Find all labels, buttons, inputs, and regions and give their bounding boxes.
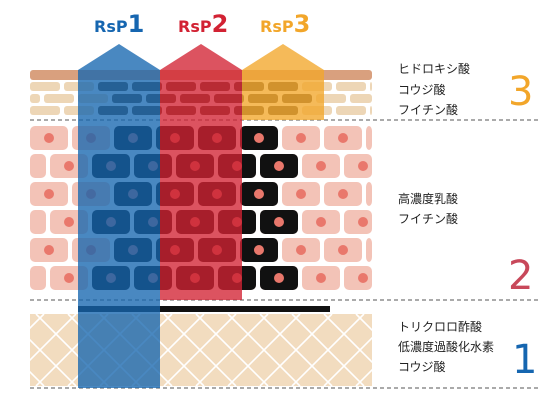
keratin-cell — [370, 82, 372, 91]
rsp2-number: 2 — [211, 10, 229, 38]
lattice-line — [227, 313, 301, 387]
keratin-cell — [30, 94, 40, 103]
rsp3-prefix: RsP — [260, 17, 294, 36]
treated-cell-nucleus — [274, 217, 284, 227]
rsp3-number: 3 — [293, 10, 311, 38]
keratin-cell — [336, 82, 366, 91]
cell — [30, 266, 46, 290]
layer3-ingredient-3: フイチン酸 — [398, 103, 459, 117]
rsp2-title: RsP2 — [178, 12, 228, 36]
layer1-ingredient-2: 低濃度過酸化水素 — [398, 340, 495, 354]
cell-nucleus — [338, 133, 348, 143]
cell — [30, 210, 46, 234]
cell-nucleus — [44, 189, 54, 199]
cell-nucleus — [358, 217, 368, 227]
cell — [30, 154, 46, 178]
layer3-ingredient-1: ヒドロキシ酸 — [398, 62, 471, 76]
treated-cell-nucleus — [274, 273, 284, 283]
lattice-line — [259, 313, 333, 387]
treated-cell-nucleus — [254, 133, 264, 143]
layer1-ingredient-3: コウジ酸 — [398, 360, 446, 374]
rsp1-prefix: RsP — [94, 17, 128, 36]
cell-nucleus — [44, 245, 54, 255]
treated-cell-nucleus — [254, 245, 264, 255]
cell-nucleus — [296, 189, 306, 199]
keratin-cell — [30, 106, 60, 115]
layer3-number: 3 — [508, 69, 534, 115]
layer1-ingredient-1: トリクロロ酢酸 — [398, 320, 483, 334]
cell — [366, 126, 372, 150]
cell-nucleus — [296, 245, 306, 255]
lattice-mask-right — [372, 300, 412, 400]
keratin-cell — [30, 82, 60, 91]
cell-nucleus — [316, 217, 326, 227]
rsp1-column — [78, 44, 160, 388]
lattice-line — [195, 313, 269, 387]
rsp1-number: 1 — [127, 10, 145, 38]
layer1-number: 1 — [512, 337, 538, 383]
cell-nucleus — [358, 161, 368, 171]
cell-nucleus — [64, 273, 74, 283]
rsp2-column-band — [160, 44, 242, 300]
cell-nucleus — [64, 161, 74, 171]
lattice-line — [163, 313, 237, 387]
cell-nucleus — [296, 133, 306, 143]
cell — [366, 182, 372, 206]
keratin-cell — [370, 106, 372, 115]
rsp3-title: RsP3 — [260, 12, 310, 36]
cell-nucleus — [338, 245, 348, 255]
treated-cell-nucleus — [274, 161, 284, 171]
cell-nucleus — [64, 217, 74, 227]
lattice-line — [291, 313, 365, 387]
cell-nucleus — [316, 273, 326, 283]
keratin-cell — [336, 106, 366, 115]
cell-nucleus — [338, 189, 348, 199]
layer2-number: 2 — [508, 253, 534, 299]
layer2-ingredient-2: フイチン酸 — [398, 212, 459, 226]
rsp2-prefix: RsP — [178, 17, 212, 36]
cell-nucleus — [44, 133, 54, 143]
layer3-ingredient-2: コウジ酸 — [398, 83, 446, 97]
rsp2-column — [160, 44, 242, 300]
cell-nucleus — [316, 161, 326, 171]
lattice-line — [419, 313, 493, 387]
rsp1-column-band — [78, 44, 160, 388]
lattice-mask-left — [0, 300, 30, 400]
layer2-ingredient-1: 高濃度乳酸 — [398, 192, 459, 206]
cell — [366, 238, 372, 262]
treated-cell-nucleus — [254, 189, 264, 199]
rsp3-column — [242, 44, 324, 120]
cell-nucleus — [358, 273, 368, 283]
keratin-cell — [44, 94, 74, 103]
keratin-cell — [350, 94, 372, 103]
rsp1-title: RsP1 — [94, 12, 144, 36]
layer-boundary-bar — [78, 306, 330, 312]
rsp3-column-band — [242, 44, 324, 120]
